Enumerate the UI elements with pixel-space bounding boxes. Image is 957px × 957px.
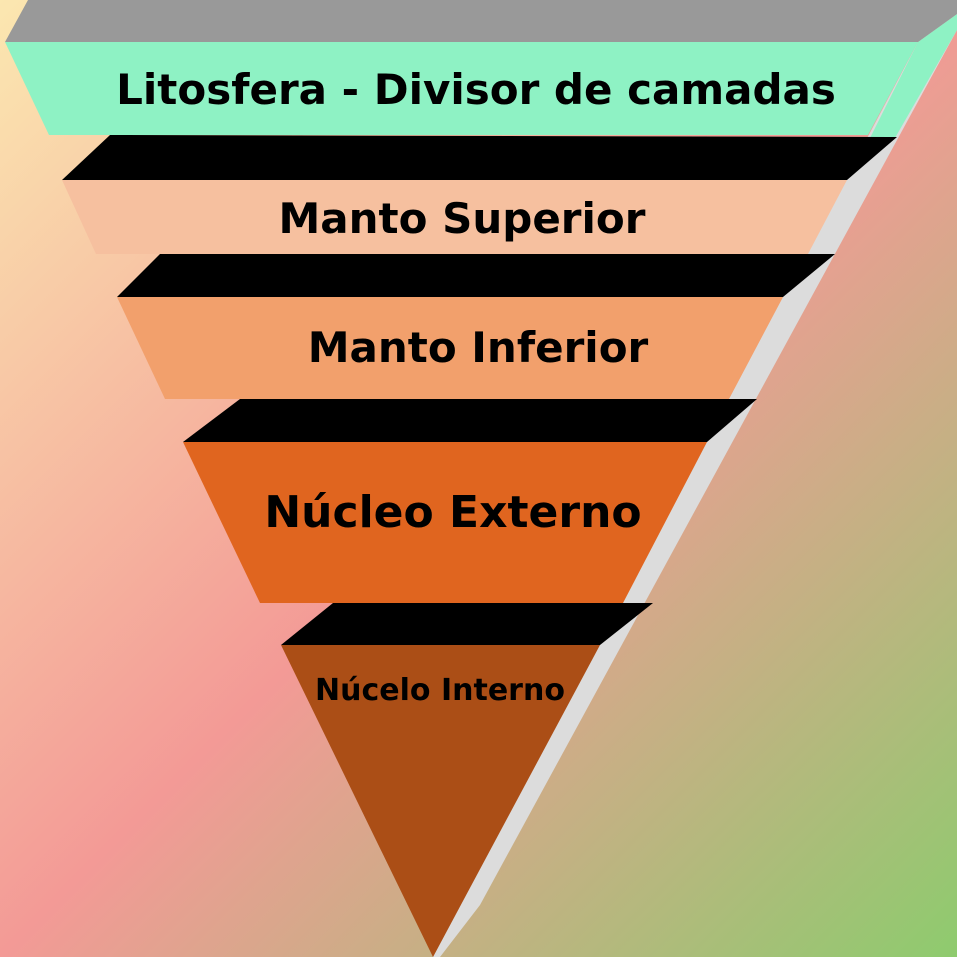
layer-label-upper-mantle: Manto Superior — [279, 194, 646, 243]
funnel-side-face — [433, 14, 957, 957]
divider-bar — [117, 254, 835, 297]
layer-label-lower-mantle: Manto Inferior — [308, 323, 649, 372]
layer-lower-mantle — [117, 297, 783, 399]
layer-label-outer-core: Núcleo Externo — [264, 487, 641, 538]
layer-label-lithosphere: Litosfera - Divisor de camadas — [116, 65, 836, 114]
layer-label-inner-core: Núcelo Interno — [315, 673, 565, 708]
divider-bar — [281, 603, 653, 645]
divider-bar — [183, 399, 757, 442]
funnel-top-face — [5, 0, 957, 42]
layer-outer-core — [183, 442, 707, 603]
divider-bar — [62, 135, 897, 180]
layer-upper-mantle — [62, 180, 847, 254]
layer-lithosphere — [5, 42, 918, 135]
lithosphere-side-face — [870, 14, 957, 138]
layer-inner-core — [281, 645, 600, 957]
